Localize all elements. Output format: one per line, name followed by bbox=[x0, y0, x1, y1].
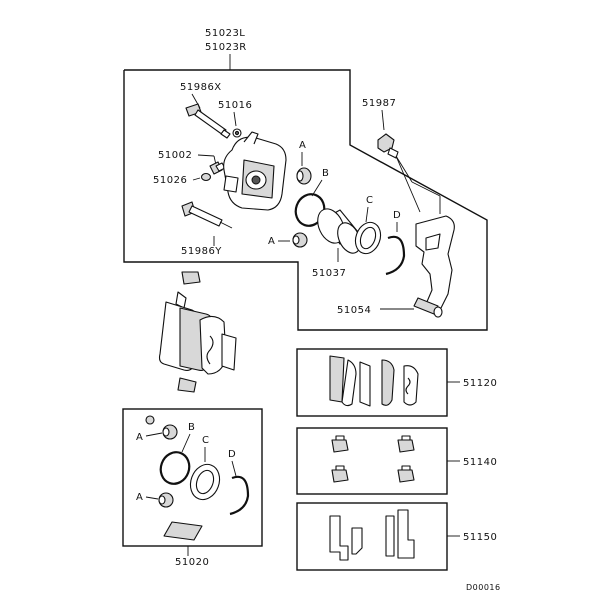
label-a-top[interactable]: A bbox=[299, 140, 306, 151]
guide-pin-top[interactable] bbox=[185, 103, 231, 139]
label-51023R[interactable]: 51023R bbox=[205, 42, 247, 53]
boot-ring-top[interactable] bbox=[385, 235, 406, 276]
bleeder-screw[interactable] bbox=[209, 161, 226, 175]
bracket-bolt[interactable] bbox=[377, 133, 399, 159]
label-51140[interactable]: 51140 bbox=[463, 457, 497, 468]
label-d-kit[interactable]: D bbox=[228, 449, 236, 460]
caliper-assembly-frame bbox=[123, 69, 488, 331]
seal-kit-box bbox=[122, 408, 263, 547]
pad-set-parts[interactable] bbox=[329, 355, 419, 407]
piston[interactable] bbox=[313, 205, 365, 257]
pad-set-box bbox=[296, 348, 448, 417]
shim-kit-parts[interactable] bbox=[331, 435, 415, 483]
label-51037[interactable]: 51037 bbox=[312, 268, 346, 279]
drawing-code: D00016 bbox=[466, 583, 501, 592]
label-51987[interactable]: 51987 bbox=[362, 98, 396, 109]
label-51016[interactable]: 51016 bbox=[218, 100, 252, 111]
label-b-kit[interactable]: B bbox=[188, 422, 195, 433]
label-51054[interactable]: 51054 bbox=[337, 305, 371, 316]
shim-kit-box bbox=[296, 427, 448, 495]
slide-bushing-mid[interactable] bbox=[292, 232, 308, 248]
brake-pads-exploded[interactable] bbox=[158, 271, 237, 393]
label-51986X[interactable]: 51986X bbox=[180, 82, 222, 93]
label-51023L[interactable]: 51023L bbox=[205, 28, 245, 39]
guide-pin-bottom[interactable] bbox=[181, 201, 223, 227]
caliper-bracket[interactable] bbox=[413, 215, 455, 318]
label-a-kit-bottom[interactable]: A bbox=[136, 492, 143, 503]
bleeder-cap[interactable] bbox=[200, 172, 212, 182]
label-51150[interactable]: 51150 bbox=[463, 532, 497, 543]
label-51120[interactable]: 51120 bbox=[463, 378, 497, 389]
clip-kit-box bbox=[296, 502, 448, 571]
label-a-mid[interactable]: A bbox=[268, 236, 275, 247]
slide-bushing-top[interactable] bbox=[296, 167, 312, 185]
clip-kit-parts[interactable] bbox=[329, 509, 415, 561]
label-51986Y[interactable]: 51986Y bbox=[181, 246, 222, 257]
label-51002[interactable]: 51002 bbox=[158, 150, 192, 161]
seal-kit-parts[interactable] bbox=[145, 415, 250, 541]
caliper-body[interactable] bbox=[223, 131, 287, 211]
label-51026[interactable]: 51026 bbox=[153, 175, 187, 186]
label-c-top[interactable]: C bbox=[366, 195, 373, 206]
label-d-top[interactable]: D bbox=[393, 210, 401, 221]
dust-boot-top[interactable] bbox=[351, 219, 384, 257]
label-51020[interactable]: 51020 bbox=[175, 557, 209, 568]
label-b-top[interactable]: B bbox=[322, 168, 329, 179]
pin-boot[interactable] bbox=[232, 128, 242, 138]
label-a-kit-top[interactable]: A bbox=[136, 432, 143, 443]
label-c-kit[interactable]: C bbox=[202, 435, 209, 446]
